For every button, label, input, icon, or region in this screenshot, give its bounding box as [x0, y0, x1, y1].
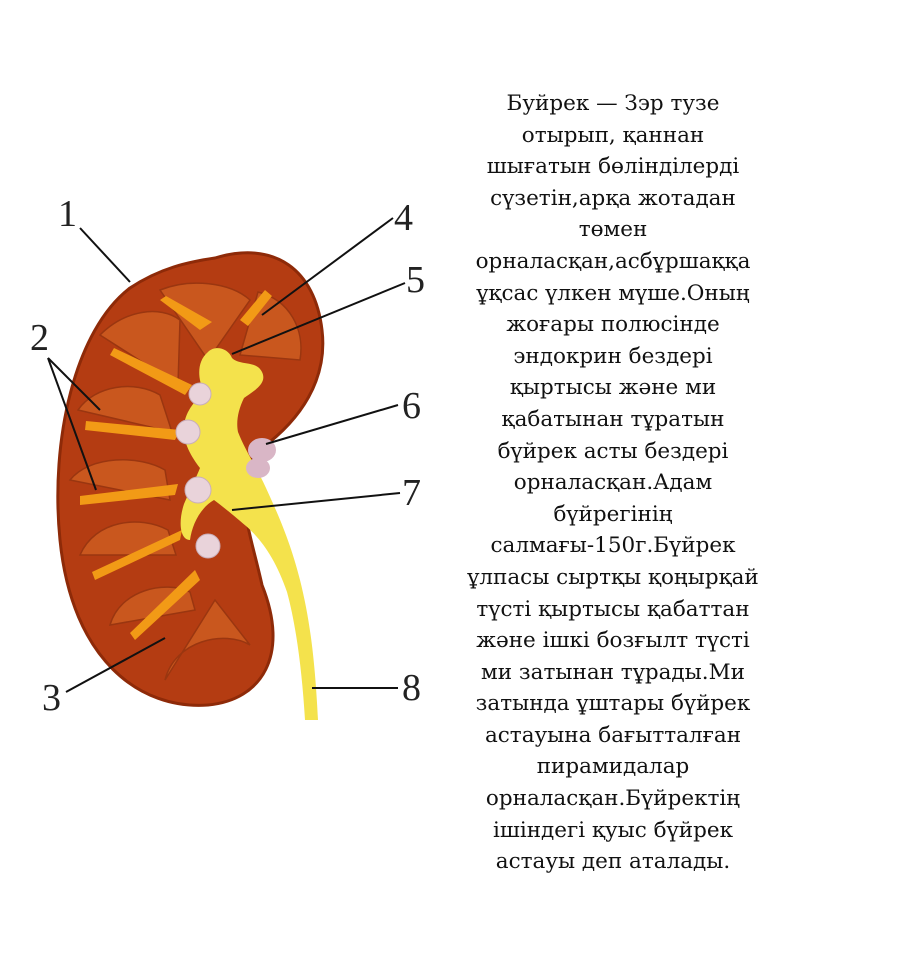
description-line: төмен [578, 217, 648, 243]
label-7: 7 [402, 472, 421, 514]
leader-lines [47, 217, 406, 693]
column-6 [130, 570, 200, 640]
leader-3 [65, 637, 166, 693]
description-line: жоғары полюсінде [506, 312, 720, 338]
description-line: ұқсас үлкен мүше.Оның [476, 280, 750, 306]
description-line: ми затынан тұрады.Ми [481, 659, 745, 685]
pyramid-bottom [164, 598, 251, 681]
description-line: шығатын бөлінділерді [486, 154, 740, 180]
description-line: қабатынан тұратын [501, 406, 725, 432]
description-line: орналасқан.Бүйректің [485, 786, 741, 812]
description-line: орналасқан,асбұршаққа [475, 248, 751, 274]
renal-columns [80, 290, 272, 640]
description-line: пирамидалар [536, 754, 690, 780]
column-4 [80, 484, 178, 505]
description-line: ұлпасы сыртқы қоңырқай [467, 564, 759, 590]
leader-7 [231, 492, 401, 511]
description-text: Буйрек — Зэр тузе отырып, қаннан шығатын… [448, 88, 778, 878]
leader-1 [79, 227, 131, 283]
column-3 [85, 421, 180, 440]
label-6: 6 [402, 385, 421, 427]
description-line: бүйрек асты бездері [497, 438, 729, 464]
description-line: астауы деп аталады. [495, 849, 731, 875]
description-line: орналасқан.Адам [513, 470, 713, 496]
description-line: астауына бағытталған [484, 722, 742, 748]
column-2 [110, 348, 192, 395]
description-line: затында ұштары бүйрек [475, 691, 751, 717]
label-5: 5 [406, 259, 425, 301]
label-1: 1 [58, 193, 77, 235]
leader-2a [47, 357, 101, 411]
description-line: қыртысы және ми [509, 375, 717, 401]
leader-2b [47, 357, 97, 491]
description-line: ішіндегі қуыс бүйрек [492, 817, 734, 843]
description-line: отырып, қаннан [521, 122, 705, 148]
pyramid-upper-left [98, 310, 181, 387]
column-1 [160, 296, 212, 330]
pyramid-mid-left [76, 385, 174, 434]
description-line: сүзетін,арқа жотадан [490, 185, 736, 211]
description-line: эндокрин бездері [513, 343, 713, 369]
column-7 [240, 290, 272, 326]
label-2: 2 [30, 317, 49, 359]
renal-pelvis [180, 348, 318, 720]
leader-5 [231, 282, 406, 355]
column-5 [92, 530, 182, 580]
description-line: салмағы-150г.Бүйрек [490, 533, 736, 559]
label-3: 3 [42, 677, 61, 719]
description-line: және ішкі бозғылт түсті [476, 628, 750, 654]
leader-6 [265, 404, 399, 445]
description-line: бүйрегінің [553, 501, 673, 527]
description-line: түсті қыртысы қабаттан [476, 596, 750, 622]
renal-papillae [175, 382, 221, 559]
leader-4 [261, 217, 394, 316]
description-line: Буйрек — Зэр тузе [506, 91, 720, 116]
label-4: 4 [394, 197, 413, 239]
label-8: 8 [402, 667, 421, 709]
